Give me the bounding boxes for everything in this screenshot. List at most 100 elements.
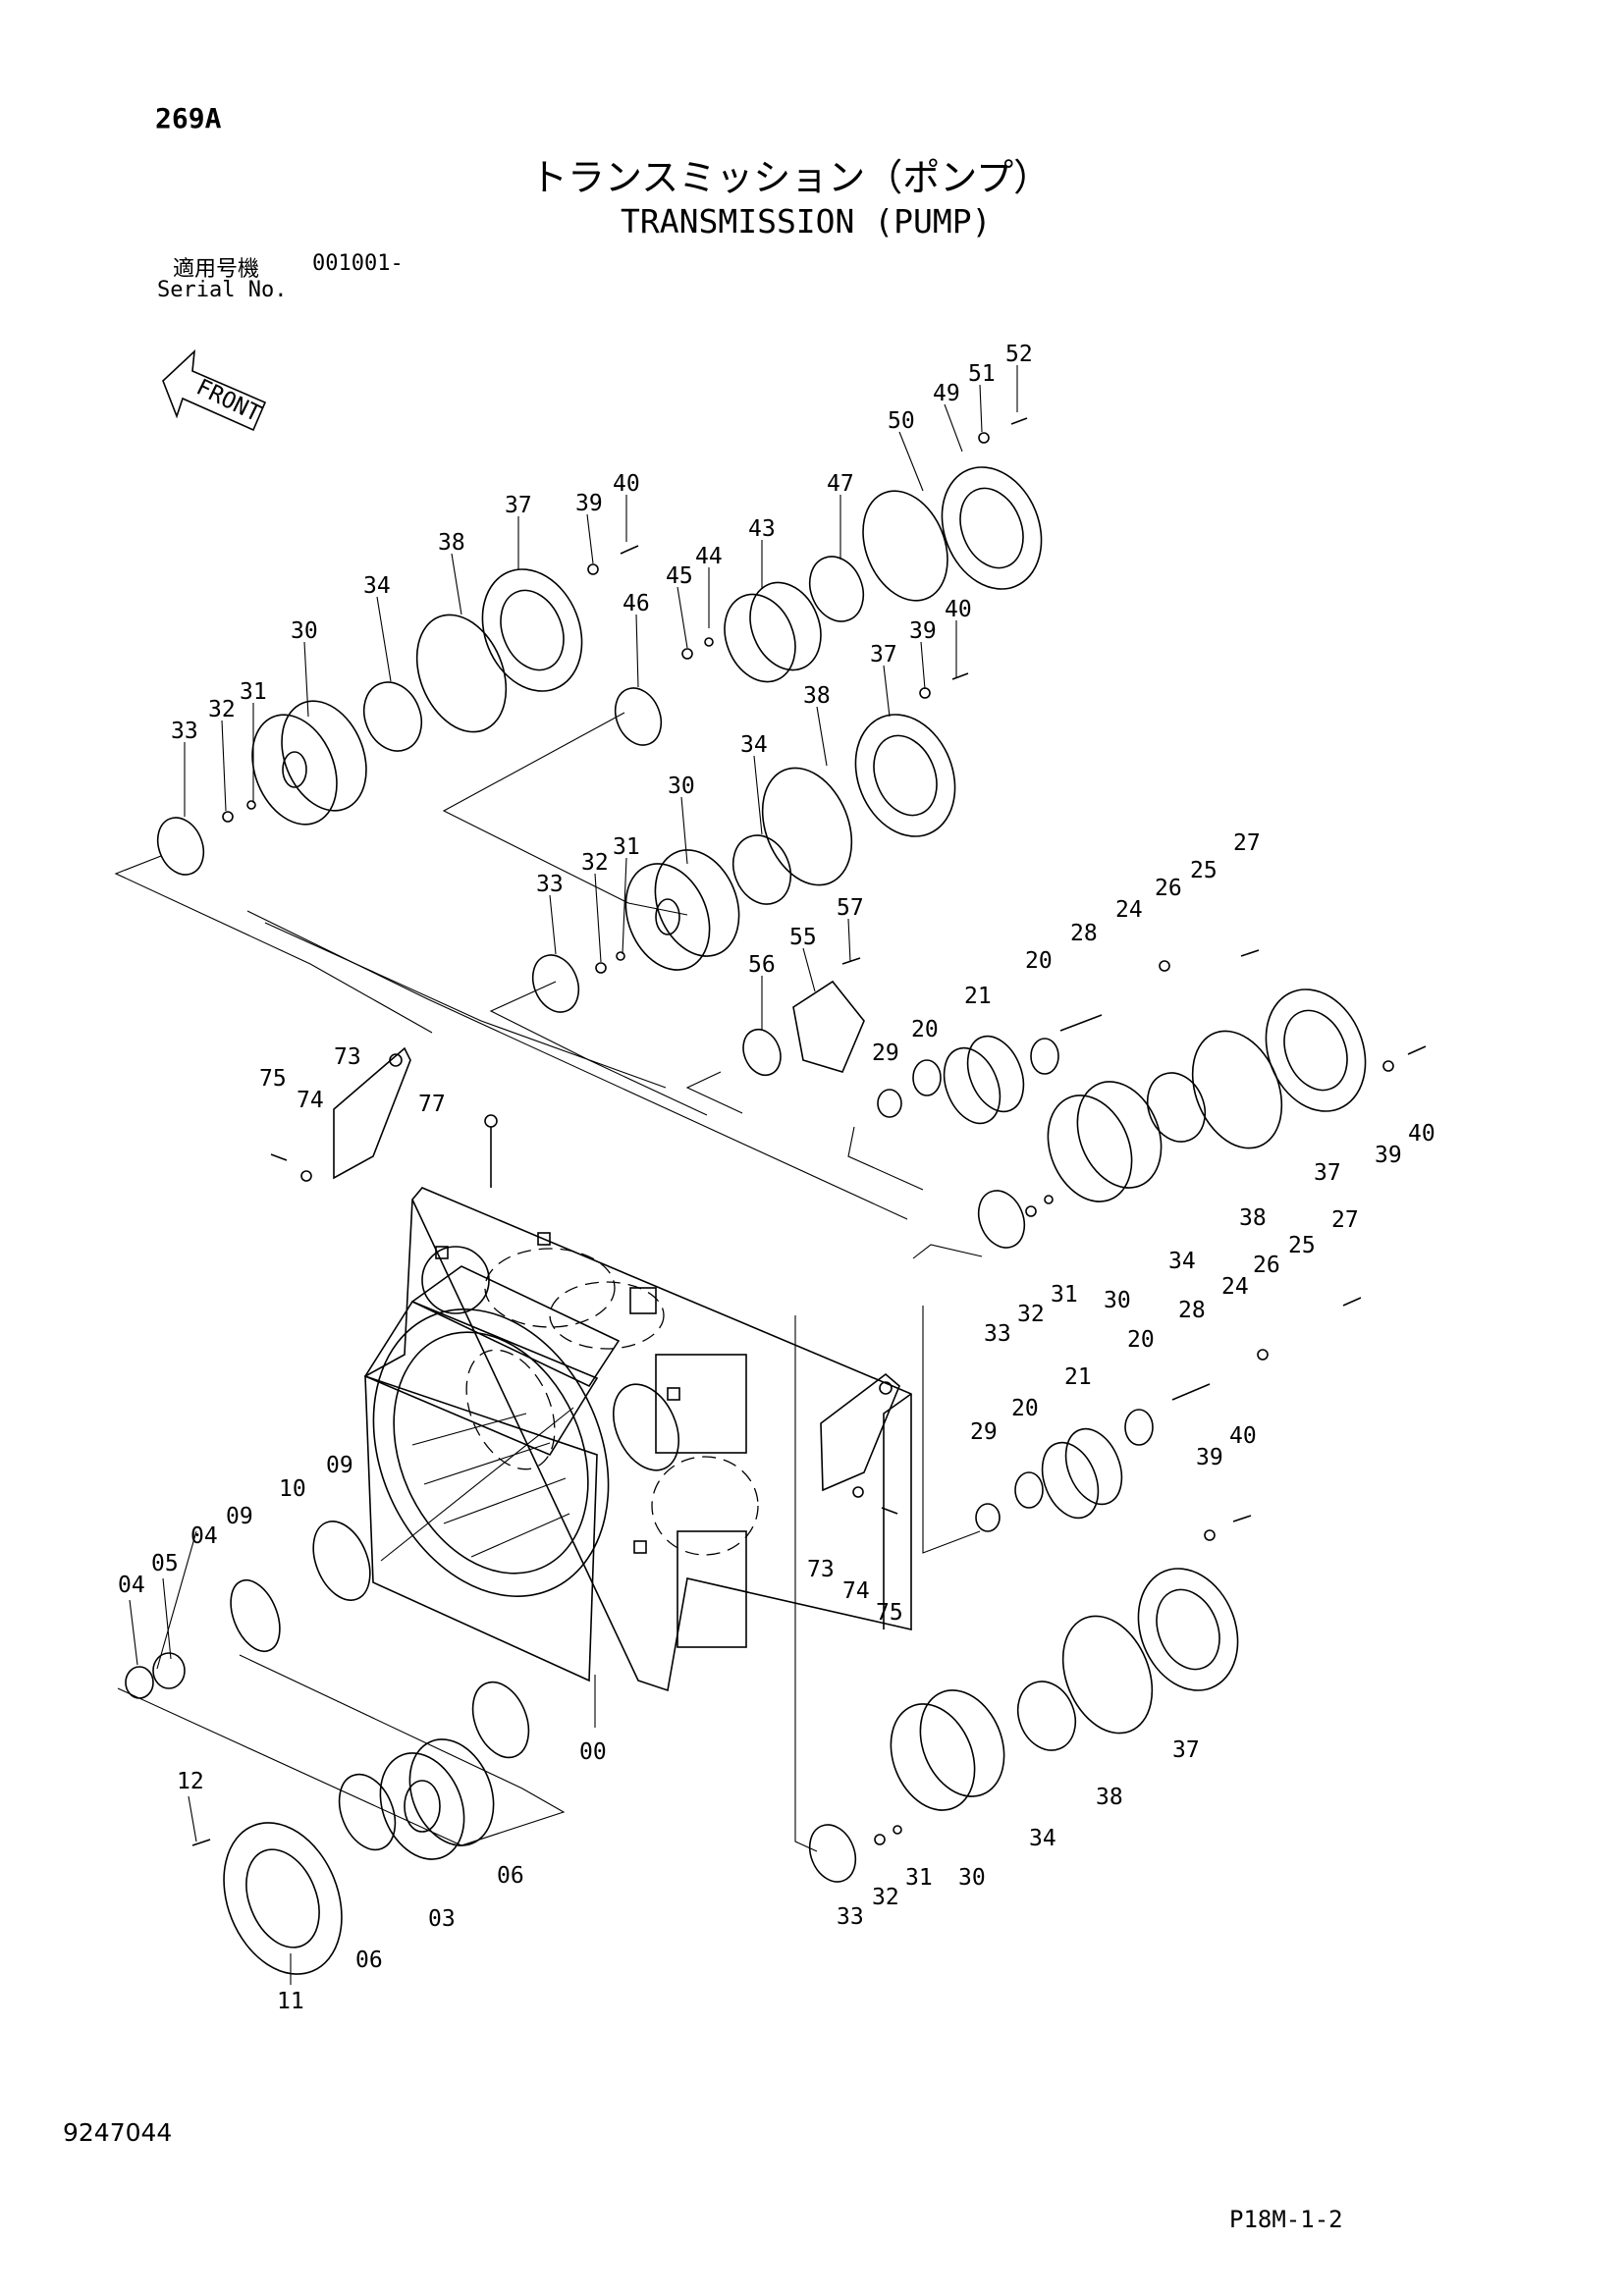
drawing-number: 9247044 bbox=[63, 2118, 173, 2147]
callout: 34 bbox=[740, 732, 768, 758]
title-japanese: トランスミッション（ポンプ） bbox=[530, 156, 1052, 199]
serial-number-value: 001001- bbox=[312, 251, 404, 276]
callout: 06 bbox=[355, 1948, 383, 1973]
page-reference: P18M-1-2 bbox=[1229, 2206, 1343, 2233]
bracket-right bbox=[820, 1372, 900, 1492]
callout: 31 bbox=[905, 1865, 933, 1891]
callout: 12 bbox=[177, 1769, 204, 1794]
callout: 34 bbox=[363, 573, 391, 599]
callout: 73 bbox=[807, 1557, 835, 1582]
callout: 28 bbox=[1178, 1298, 1206, 1323]
serial-label-english: Serial No. bbox=[157, 278, 288, 302]
callout: 09 bbox=[226, 1504, 253, 1529]
bolt-and-washer-parts bbox=[191, 417, 1427, 1846]
callout: 27 bbox=[1331, 1207, 1359, 1233]
callout: 74 bbox=[842, 1578, 870, 1604]
callout: 40 bbox=[613, 471, 640, 497]
callout: 24 bbox=[1221, 1274, 1249, 1300]
callout: 20 bbox=[1025, 948, 1053, 974]
callout: 73 bbox=[334, 1044, 361, 1070]
callout: 21 bbox=[964, 984, 992, 1009]
gear-part-mid-right bbox=[1047, 1081, 1163, 1202]
callout: 30 bbox=[291, 618, 318, 644]
callout: 34 bbox=[1029, 1826, 1056, 1851]
callout: 47 bbox=[827, 471, 854, 497]
callout: 33 bbox=[536, 872, 564, 897]
callout: 06 bbox=[497, 1863, 524, 1889]
callout: 57 bbox=[837, 895, 864, 921]
callout: 33 bbox=[837, 1904, 864, 1930]
callout: 25 bbox=[1288, 1233, 1316, 1258]
gear-part-top-right bbox=[724, 581, 822, 683]
callout: 29 bbox=[872, 1041, 899, 1066]
callout: 40 bbox=[1229, 1423, 1257, 1449]
serial-label-japanese: 適用号機 bbox=[173, 257, 260, 282]
callout: 38 bbox=[1096, 1785, 1123, 1810]
callout: 38 bbox=[438, 530, 465, 556]
callout: 40 bbox=[1408, 1121, 1435, 1147]
gear-part-small-21a bbox=[943, 1035, 1025, 1125]
callout: 30 bbox=[668, 774, 695, 799]
title-english: TRANSMISSION (PUMP) bbox=[621, 202, 992, 240]
callout: 39 bbox=[1375, 1143, 1402, 1168]
callout: 55 bbox=[789, 925, 817, 950]
callout: 10 bbox=[279, 1476, 306, 1502]
callout: 27 bbox=[1233, 830, 1261, 856]
callout: 30 bbox=[958, 1865, 986, 1891]
callout: 30 bbox=[1104, 1288, 1131, 1313]
callout: 77 bbox=[418, 1092, 446, 1117]
cover-parts bbox=[125, 466, 1367, 1975]
gear-part-upper-left bbox=[251, 700, 367, 826]
callout: 26 bbox=[1155, 876, 1182, 901]
callout: 32 bbox=[872, 1885, 899, 1910]
assembly-guide-lines bbox=[114, 712, 983, 1852]
callout: 52 bbox=[1005, 342, 1033, 367]
callout: 32 bbox=[208, 697, 236, 722]
callout: 51 bbox=[968, 361, 996, 387]
callout: 31 bbox=[240, 679, 267, 705]
callout: 37 bbox=[1314, 1160, 1341, 1186]
callout: 31 bbox=[613, 834, 640, 860]
callout: 39 bbox=[909, 618, 937, 644]
callout: 32 bbox=[1017, 1302, 1045, 1327]
callout: 09 bbox=[326, 1453, 353, 1478]
callout: 31 bbox=[1051, 1282, 1078, 1308]
front-arrow-icon: FRONT bbox=[162, 348, 267, 432]
callout: 37 bbox=[870, 642, 897, 667]
callout: 28 bbox=[1070, 921, 1098, 946]
callout: 38 bbox=[803, 683, 831, 709]
callout: 74 bbox=[297, 1088, 324, 1113]
bearing-parts bbox=[156, 556, 1207, 1883]
callout: 39 bbox=[1196, 1445, 1223, 1470]
callout: 37 bbox=[1172, 1737, 1200, 1763]
callout: 49 bbox=[933, 381, 960, 406]
callout: 37 bbox=[505, 493, 532, 518]
callout: 43 bbox=[748, 516, 776, 542]
callout: 32 bbox=[581, 850, 609, 876]
callout: 38 bbox=[1239, 1205, 1267, 1231]
callout-leader-lines bbox=[129, 365, 1018, 1985]
callout: 45 bbox=[666, 563, 693, 589]
gear-part-lower-right bbox=[890, 1689, 1005, 1811]
callout: 11 bbox=[277, 1989, 304, 2014]
callout: 44 bbox=[695, 544, 723, 569]
callout: 25 bbox=[1190, 858, 1218, 883]
callout: 20 bbox=[1011, 1396, 1039, 1421]
callout: 33 bbox=[171, 719, 198, 744]
gear-part-upper-mid bbox=[624, 849, 740, 971]
callout: 75 bbox=[876, 1600, 903, 1626]
callout-labels: 52 51 49 50 47 43 44 45 46 40 39 37 38 3… bbox=[118, 342, 1435, 2014]
callout: 34 bbox=[1168, 1249, 1196, 1274]
callout: 75 bbox=[259, 1066, 287, 1092]
o-ring-parts bbox=[230, 490, 1283, 1851]
callout: 56 bbox=[748, 952, 776, 978]
callout: 40 bbox=[945, 597, 972, 622]
callout: 26 bbox=[1253, 1253, 1280, 1278]
callout: 03 bbox=[428, 1906, 456, 1932]
bracket-left bbox=[333, 1046, 411, 1180]
page-code: 269A bbox=[155, 102, 222, 134]
callout: 20 bbox=[911, 1017, 939, 1042]
gear-part-lower-left bbox=[379, 1738, 495, 1860]
